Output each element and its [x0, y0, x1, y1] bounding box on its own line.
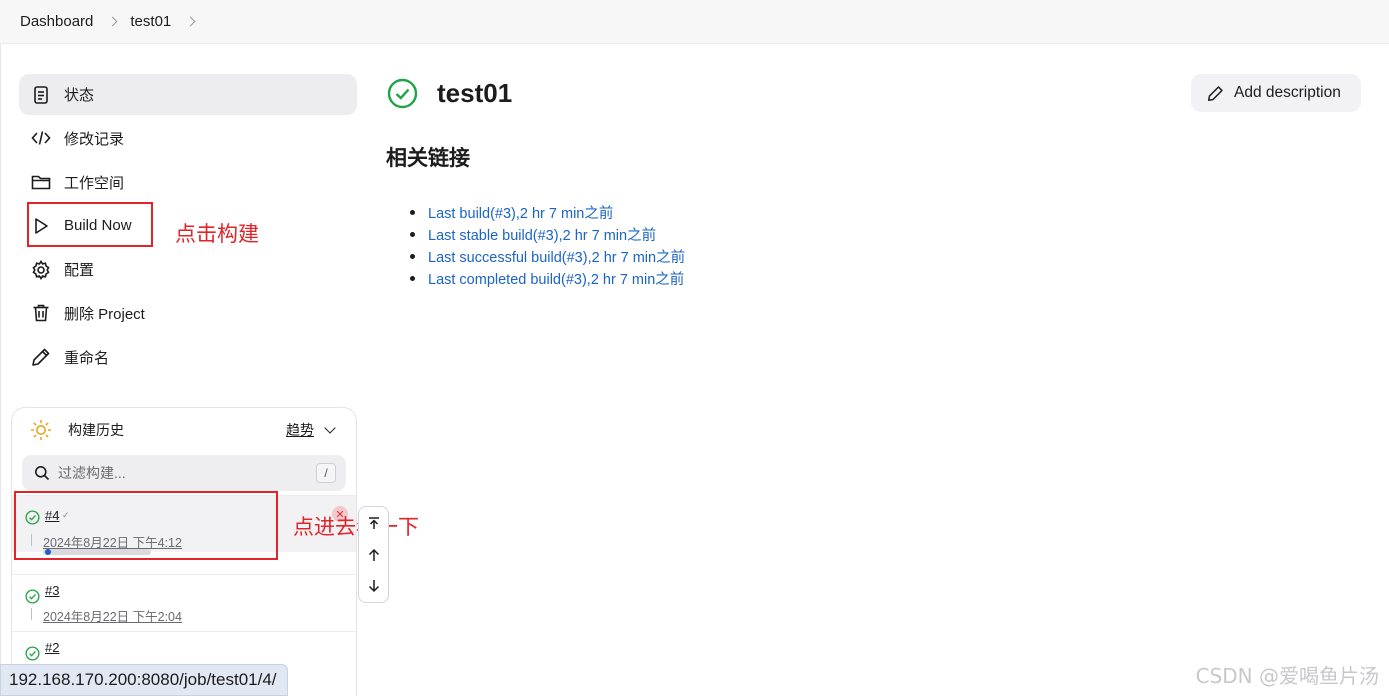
checkmark-icon: ✓ — [62, 510, 70, 520]
build-progress-bar — [43, 549, 151, 555]
progress-indicator — [45, 549, 51, 555]
build-row[interactable]: #2 — [12, 631, 356, 688]
build-history-title: 构建历史 — [68, 422, 124, 438]
add-description-label: Add description — [1234, 84, 1341, 101]
status-bar-url: 192.168.170.200:8080/job/test01/4/ — [0, 664, 288, 696]
sidebar-item-delete-project[interactable]: 删除 Project — [19, 293, 357, 334]
scroll-up-button[interactable] — [359, 539, 389, 571]
page-title: test01 — [437, 78, 513, 108]
watermark: CSDN @爱喝鱼片汤 — [1195, 664, 1379, 688]
trash-icon — [31, 303, 51, 323]
list-item: Last build(#3),2 hr 7 min之前 — [410, 201, 685, 223]
sidebar-item-rename[interactable]: 重命名 — [19, 337, 357, 378]
divider — [0, 44, 1, 664]
timeline-line — [31, 608, 32, 620]
arrow-up-icon — [368, 548, 379, 561]
sidebar-item-label: 重命名 — [64, 349, 110, 367]
build-filter-input[interactable] — [58, 465, 298, 481]
annotation-build-row: 点进去看一下 — [293, 515, 419, 539]
sidebar-item-label: Build Now — [64, 217, 132, 235]
code-icon — [31, 128, 51, 148]
success-status-icon — [387, 78, 418, 109]
build-number-link[interactable]: #3 — [45, 583, 60, 598]
search-icon — [35, 466, 50, 481]
last-build-link[interactable]: Last build(#3),2 hr 7 min之前 — [428, 205, 614, 222]
breadcrumb: Dashboard test01 — [0, 0, 1389, 44]
timeline-line — [31, 534, 32, 546]
build-filter: / — [22, 455, 346, 491]
gear-icon — [31, 259, 51, 280]
arrow-to-top-icon — [368, 517, 379, 529]
filter-shortcut-key: / — [316, 463, 336, 483]
success-check-icon — [25, 510, 40, 525]
list-item: Last completed build(#3),2 hr 7 min之前 — [410, 267, 685, 289]
list-item: Last successful build(#3),2 hr 7 min之前 — [410, 245, 685, 267]
last-successful-build-link[interactable]: Last successful build(#3),2 hr 7 min之前 — [428, 249, 686, 266]
build-number-link[interactable]: #4 — [45, 508, 60, 523]
document-icon — [31, 85, 51, 105]
arrow-down-icon — [368, 580, 379, 593]
sidebar-item-label: 删除 Project — [64, 305, 145, 323]
trend-link[interactable]: 趋势 — [286, 422, 314, 438]
pencil-icon — [1207, 85, 1223, 101]
folder-icon — [31, 172, 51, 192]
breadcrumb-dashboard[interactable]: Dashboard — [20, 13, 94, 30]
close-icon[interactable]: ✕ — [332, 506, 348, 522]
sidebar-item-label: 工作空间 — [64, 174, 125, 192]
play-icon — [31, 216, 51, 236]
chevron-down-icon[interactable] — [324, 422, 336, 434]
chevron-right-icon — [107, 16, 118, 27]
pencil-icon — [31, 347, 51, 367]
related-links-heading: 相关链接 — [386, 147, 470, 170]
sun-icon — [31, 420, 51, 440]
sidebar-item-workspace[interactable]: 工作空间 — [19, 162, 357, 203]
sidebar-item-status[interactable]: 状态 — [19, 74, 357, 115]
build-row[interactable]: #3 2024年8月22日 下午2:04 — [12, 574, 356, 631]
annotation-build-now: 点击构建 — [175, 222, 259, 246]
build-date-link[interactable]: 2024年8月22日 下午2:04 — [43, 610, 182, 624]
build-row[interactable]: #4 ✓ 2024年8月22日 下午4:12 ✕ — [12, 495, 356, 555]
build-number-link[interactable]: #2 — [45, 640, 60, 655]
build-history-panel: 构建历史 趋势 / #4 ✓ 2024年8月22日 下午4:12 ✕ #3 20… — [11, 407, 357, 696]
job-header: test01 — [387, 78, 512, 109]
sidebar-item-label: 状态 — [64, 87, 95, 104]
sidebar-item-label: 配置 — [64, 262, 95, 280]
sidebar-tasks: 状态 修改记录 工作空间 Build Now 配置 删除 Project 重 — [19, 74, 357, 381]
related-links-list: Last build(#3),2 hr 7 min之前 Last stable … — [410, 201, 685, 289]
sidebar-item-label: 修改记录 — [64, 130, 125, 148]
sidebar-item-build-now[interactable]: Build Now — [19, 205, 357, 246]
list-item: Last stable build(#3),2 hr 7 min之前 — [410, 223, 685, 245]
chevron-right-icon[interactable] — [185, 16, 196, 27]
breadcrumb-test01[interactable]: test01 — [130, 13, 172, 30]
scroll-down-button[interactable] — [359, 570, 389, 602]
last-stable-build-link[interactable]: Last stable build(#3),2 hr 7 min之前 — [428, 227, 657, 244]
build-history-header: 构建历史 趋势 — [12, 408, 356, 452]
success-check-icon — [25, 646, 40, 661]
scroll-controls — [358, 506, 389, 603]
sidebar-item-configure[interactable]: 配置 — [19, 249, 357, 290]
sidebar-item-changes[interactable]: 修改记录 — [19, 118, 357, 159]
last-completed-build-link[interactable]: Last completed build(#3),2 hr 7 min之前 — [428, 271, 685, 288]
add-description-button[interactable]: Add description — [1191, 74, 1361, 112]
scroll-top-button[interactable] — [359, 507, 389, 539]
success-check-icon — [25, 589, 40, 604]
build-date-link[interactable]: 2024年8月22日 下午4:12 — [43, 536, 182, 550]
